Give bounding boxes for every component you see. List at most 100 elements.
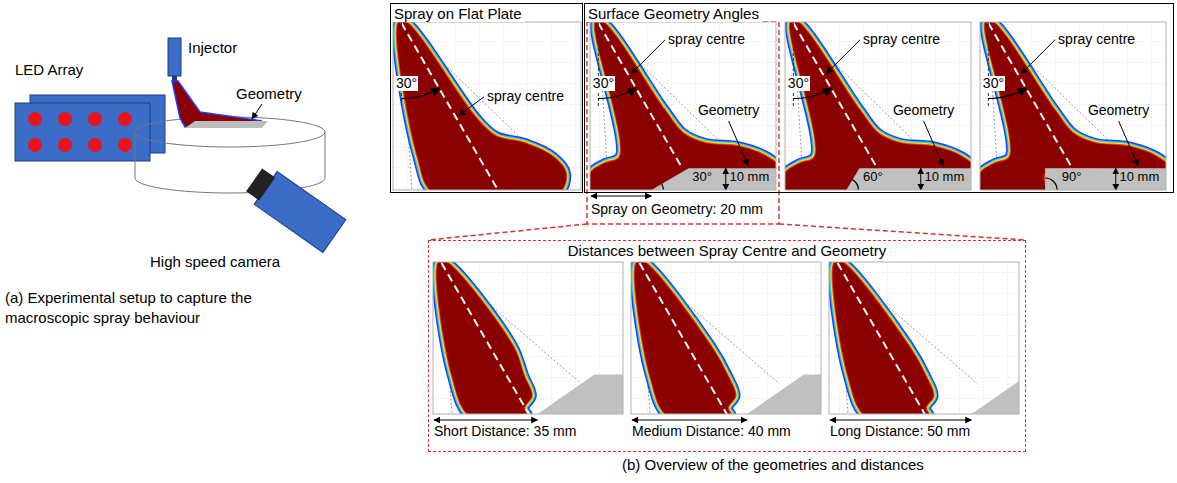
illustration-part [785, 22, 971, 190]
illustration-part [397, 22, 566, 190]
illustration-part [852, 180, 858, 190]
illustration-part [428, 224, 587, 240]
led-array-front [15, 103, 150, 161]
illustration-part [590, 22, 776, 190]
illustration-part [28, 138, 42, 152]
illustration-part [635, 262, 736, 414]
annotation-label: 60° [863, 170, 883, 184]
figure-caption: (a) Experimental setup to capture the ma… [5, 288, 260, 328]
illustration-part [58, 138, 72, 152]
spray-image [433, 262, 623, 414]
annotation-label: spray centre [863, 32, 940, 47]
illustration-part [833, 262, 934, 414]
illustration-part [590, 22, 776, 190]
spray-image [631, 262, 821, 414]
illustration-part [397, 22, 566, 190]
dimension-arrow [434, 420, 538, 421]
illustration-part [598, 23, 599, 107]
illustration-part [437, 262, 532, 414]
spray-images [393, 21, 1170, 423]
leader-line [252, 104, 262, 119]
illustration-part [437, 262, 532, 414]
experimental-setup [15, 38, 346, 252]
annotation-label: Injector [188, 40, 237, 57]
surface-geometry [747, 374, 821, 414]
illustration-part [118, 138, 132, 152]
illustration-part [833, 262, 934, 414]
annotation-label: Geometry [1088, 103, 1149, 118]
surface-geometry [538, 374, 624, 414]
spray-image [829, 262, 1019, 414]
leader-line [1021, 40, 1055, 74]
illustration-part [401, 23, 498, 190]
chamber-wall [135, 132, 325, 193]
illustration-part [838, 263, 926, 414]
annotation-label: LED Array [15, 62, 83, 79]
leader-lines [459, 40, 1138, 166]
image-frame [980, 22, 1166, 190]
spray-image [785, 22, 971, 190]
illustration-part [980, 22, 1166, 190]
panel-heading: Distances between Spray Centre and Geome… [565, 242, 890, 259]
illustration-part [635, 262, 736, 414]
illustration-part [397, 22, 566, 190]
illustration-part [725, 168, 726, 190]
spray-image [980, 22, 1166, 190]
dimension-arrow [830, 420, 972, 421]
illustration-part [988, 23, 989, 107]
illustration-part [635, 262, 736, 414]
illustration-part [58, 112, 72, 126]
illustration-part [437, 262, 532, 414]
illustration-part [442, 263, 530, 414]
illustration-part [401, 23, 402, 107]
dimension-arrow [591, 196, 651, 197]
illustration-part [28, 112, 42, 126]
annotation-label: Short Distance: 35 mm [434, 424, 576, 439]
annotation-label: 30° [982, 76, 1005, 91]
annotation-label: spray centre [487, 89, 564, 104]
illustration-part [1045, 178, 1057, 190]
illustration-part [437, 262, 532, 414]
panel-heading: Surface Geometry Angles [585, 5, 762, 22]
illustration-part [635, 262, 736, 414]
image-panel: Distances between Spray Centre and Geome… [428, 240, 1026, 452]
illustration-part [785, 22, 971, 190]
annotation-label: spray centre [668, 32, 745, 47]
illustration-part [88, 138, 102, 152]
illustration-part [785, 22, 971, 190]
illustration-part [980, 22, 1166, 190]
illustration-part [785, 22, 971, 190]
image-frame [590, 22, 776, 190]
illustration-part [590, 22, 776, 190]
illustration-part [779, 224, 1026, 240]
annotation-label: 30° [692, 170, 712, 184]
illustration-part [785, 22, 971, 190]
illustration-part [662, 184, 664, 190]
dimension-arrow [632, 420, 747, 421]
annotation-label: 10 mm [925, 170, 965, 184]
illustration-part [833, 262, 934, 414]
image-frame [393, 22, 581, 190]
figure-caption: (b) Overview of the geometries and dista… [622, 457, 924, 474]
annotation-label: High speed camera [150, 254, 280, 271]
illustration-part [980, 22, 1166, 190]
chamber-top [135, 117, 325, 147]
image-frame [829, 262, 1019, 414]
image-frame [785, 22, 971, 190]
surface-geometry [846, 168, 971, 190]
surface-geometry [972, 374, 1020, 414]
illustration-part [833, 262, 934, 414]
leader-line [729, 121, 748, 166]
annotation-label: Geometry [698, 103, 759, 118]
illustration-part [833, 262, 934, 414]
illustration-part [640, 263, 728, 414]
annotation-label: 30° [787, 76, 810, 91]
annotation-label: spray centre [1058, 32, 1135, 47]
annotation-label: 10 mm [730, 170, 770, 184]
illustration-part [590, 22, 776, 190]
illustration-part [590, 22, 776, 190]
leader-line [924, 121, 943, 166]
image-frame [631, 262, 821, 414]
annotation-label: 10 mm [1120, 170, 1160, 184]
high-speed-camera [243, 163, 346, 252]
